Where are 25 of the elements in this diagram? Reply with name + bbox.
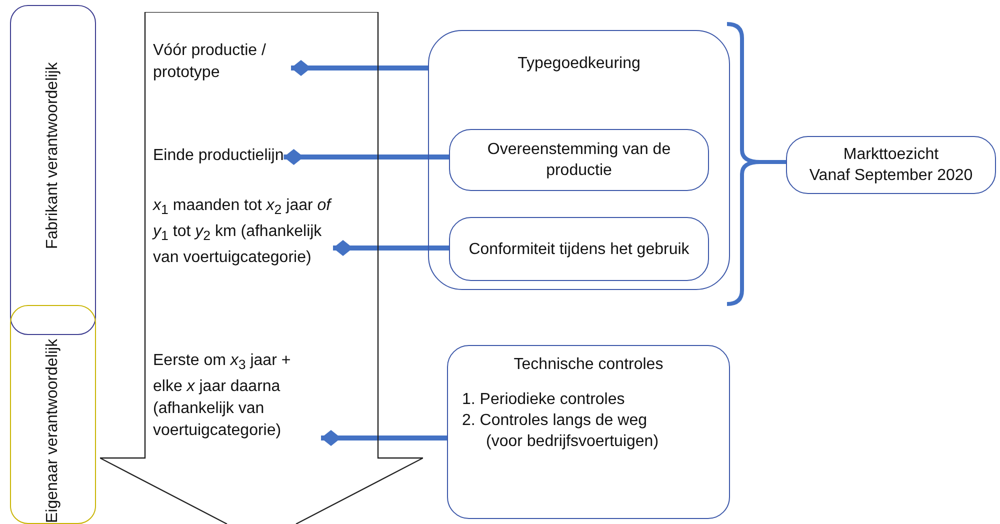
rounded-box — [447, 345, 730, 519]
box-title: Overeenstemming van de productie — [486, 140, 672, 181]
band-label: Eigenaar verantwoordelijk — [43, 337, 62, 524]
connector — [333, 240, 449, 256]
group-box — [428, 30, 730, 290]
stage-text: x$_{1}$ maanden tot x$_{2}$ jaar of y$_{1}$ tot y$_{2}$ km (afhankelijk van voertuigcategorie) — [153, 195, 333, 287]
responsibility-band — [10, 305, 96, 524]
box-title: Typegoedkeuring — [516, 54, 642, 74]
box-text: Vanaf September 2020 — [808, 166, 974, 186]
box-title: Markttoezicht — [842, 145, 940, 165]
rounded-box — [786, 136, 996, 194]
stage-text: Eerste om x$_{3}$ jaar + elke x jaar daarna (afhankelijk van voertuigcategorie) — [153, 350, 321, 454]
band-label: Fabrikant verantwoordelijk — [43, 61, 62, 252]
responsibility-band — [10, 5, 96, 335]
rounded-box — [449, 129, 709, 191]
connector — [291, 60, 428, 76]
list-item: 1. Periodieke controles — [461, 390, 626, 410]
stage-text: Einde productielijn — [153, 145, 284, 171]
box-title: Conformiteit tijdens het gebruik — [468, 240, 690, 260]
box-title: Technische controles — [512, 355, 664, 375]
list-item: 2. Controles langs de weg (voor bedrijfsvoertuigen) — [461, 411, 660, 452]
stage-text: Vóór productie / prototype — [153, 40, 291, 90]
connector — [321, 430, 447, 446]
rounded-box — [449, 217, 709, 281]
connector — [284, 149, 449, 165]
